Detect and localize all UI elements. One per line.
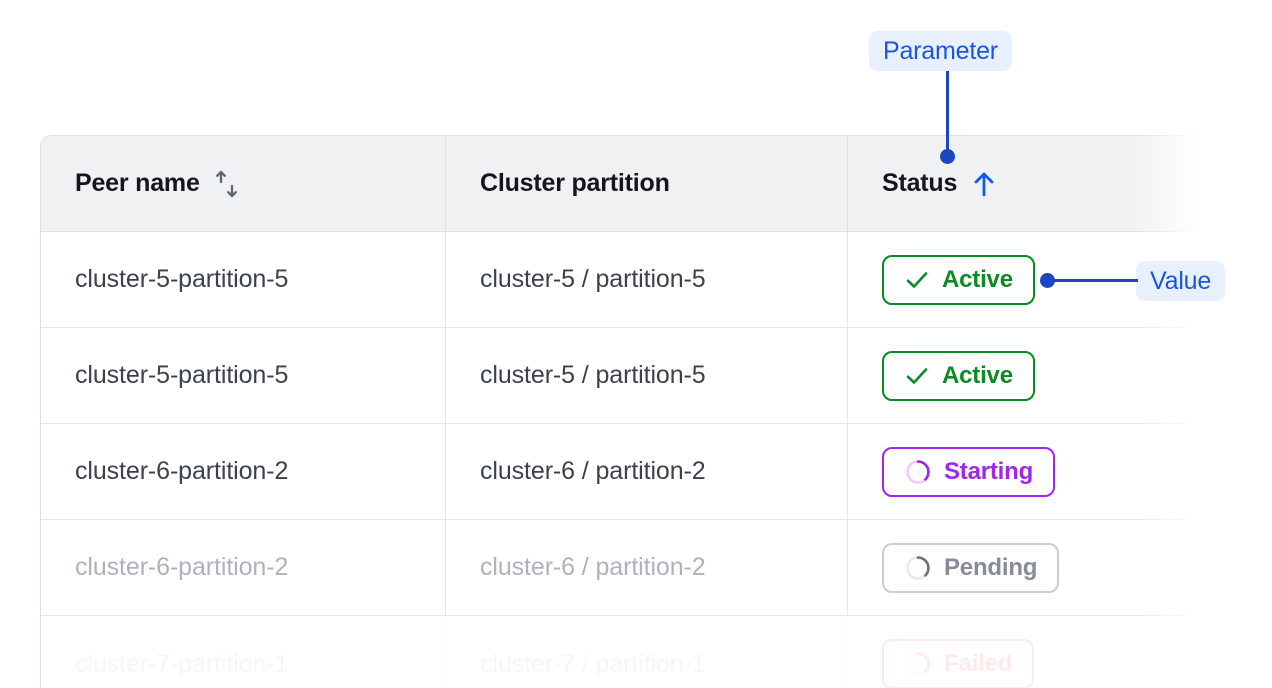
spinner-icon [904,650,932,678]
peers-table-container: Peer name Cluster partition Status [40,135,1240,688]
cell-status: Pending [848,520,1239,615]
annotation-value-connector-dot [1040,273,1055,288]
annotation-value-label: Value [1136,261,1226,301]
cell-peer-name: cluster-6-partition-2 [41,520,446,615]
cell-cluster-partition: cluster-6 / partition-2 [446,520,848,615]
annotation-parameter-connector-dot [940,149,955,164]
cell-peer-name: cluster-5-partition-5 [41,232,446,327]
cell-cluster-partition: cluster-5 / partition-5 [446,232,848,327]
status-badge-active: Active [882,350,1035,401]
annotation-parameter-label: Parameter [869,31,1012,71]
table-row[interactable]: cluster-5-partition-5 cluster-5 / partit… [41,232,1239,328]
cell-cluster-partition: cluster-7 / partition-1 [446,616,848,688]
status-badge-label: Active [942,265,1013,293]
status-badge-label: Pending [944,553,1038,581]
peers-table: Peer name Cluster partition Status [40,135,1240,688]
column-header-peer-name-label: Peer name [75,169,200,197]
status-badge-failed: Failed [882,639,1035,688]
cell-status: Active [848,232,1239,327]
spinner-icon [904,554,932,582]
cell-cluster-partition: cluster-6 / partition-2 [446,424,848,519]
column-header-cluster-partition[interactable]: Cluster partition [446,136,848,231]
table-row[interactable]: cluster-5-partition-5 cluster-5 / partit… [41,328,1239,424]
check-icon [904,267,930,293]
annotation-parameter-connector-line [946,71,949,155]
status-badge-label: Starting [944,457,1034,485]
cell-cluster-partition: cluster-5 / partition-5 [446,328,848,423]
cell-status: Starting [848,424,1239,519]
sort-updown-icon[interactable] [214,169,240,199]
table-row[interactable]: cluster-7-partition-1 cluster-7 / partit… [41,616,1239,688]
table-row[interactable]: cluster-6-partition-2 cluster-6 / partit… [41,520,1239,616]
column-header-status-label: Status [882,169,958,197]
column-header-status[interactable]: Status [848,136,1239,231]
check-icon [904,363,930,389]
cell-status: Failed [848,616,1239,688]
status-badge-pending: Pending [882,542,1060,593]
spinner-icon [904,458,932,486]
cell-peer-name: cluster-6-partition-2 [41,424,446,519]
table-header-row: Peer name Cluster partition Status [41,136,1239,232]
column-header-peer-name[interactable]: Peer name [41,136,446,231]
status-badge-starting: Starting [882,446,1056,497]
sort-arrow-up-icon[interactable] [971,169,997,199]
annotation-value-connector-line [1048,279,1138,282]
column-header-cluster-partition-label: Cluster partition [480,169,670,197]
status-badge-label: Active [942,361,1013,389]
cell-peer-name: cluster-5-partition-5 [41,328,446,423]
status-badge-active: Active [882,254,1035,305]
table-row[interactable]: cluster-6-partition-2 cluster-6 / partit… [41,424,1239,520]
cell-status: Active [848,328,1239,423]
cell-peer-name: cluster-7-partition-1 [41,616,446,688]
status-badge-label: Failed [944,650,1013,677]
